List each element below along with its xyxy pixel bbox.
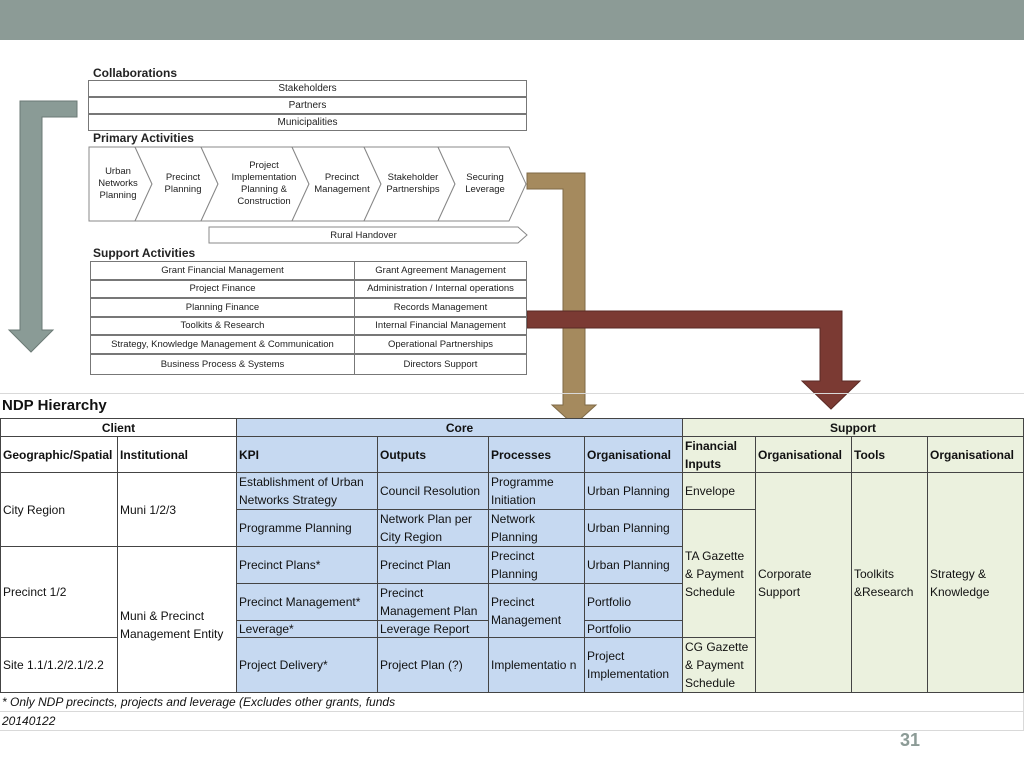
chevron-6 xyxy=(437,146,527,222)
primary-project-implementation: Project Implementation Planning & Constr… xyxy=(231,160,297,207)
primary-stakeholder-partnerships: Stakeholder Partnerships xyxy=(386,172,440,195)
rural-handover: Rural Handover xyxy=(330,229,397,241)
primary-securing-leverage: Securing Leverage xyxy=(465,172,505,195)
collab-partners: Partners xyxy=(88,97,527,114)
primary-precinct-management: Precinct Management xyxy=(314,172,370,195)
support-left-6: Business Process & Systems xyxy=(90,353,355,375)
collaborations-title: Collaborations xyxy=(93,66,178,80)
rural-handover-bar xyxy=(208,226,528,244)
support-left-5: Strategy, Knowledge Management & Communi… xyxy=(90,335,355,354)
support-left-4: Toolkits & Research xyxy=(90,316,355,335)
client-arrow xyxy=(7,100,78,353)
support-right-1: Grant Agreement Management xyxy=(354,261,527,280)
support-arrow xyxy=(526,310,862,410)
slide-number: 31 xyxy=(899,730,921,750)
top-banner xyxy=(0,0,1024,40)
support-left-3: Planning Finance xyxy=(90,298,355,317)
support-title: Support Activities xyxy=(93,246,196,260)
support-right-6: Directors Support xyxy=(354,353,527,375)
support-left-2: Project Finance xyxy=(90,279,355,298)
primary-urban-networks: Urban Networks Planning xyxy=(98,166,138,201)
collab-stakeholders: Stakeholders xyxy=(88,80,527,97)
core-arrow xyxy=(526,172,598,426)
primary-precinct-planning: Precinct Planning xyxy=(164,172,202,195)
support-right-5: Operational Partnerships xyxy=(354,335,527,354)
primary-chevrons xyxy=(88,146,527,222)
support-right-2: Administration / Internal operations xyxy=(354,279,527,298)
primary-title: Primary Activities xyxy=(93,131,194,145)
collab-municipalities: Municipalities xyxy=(88,114,527,131)
support-right-4: Internal Financial Management xyxy=(354,316,527,335)
support-left-1: Grant Financial Management xyxy=(90,261,355,280)
support-right-3: Records Management xyxy=(354,298,527,317)
